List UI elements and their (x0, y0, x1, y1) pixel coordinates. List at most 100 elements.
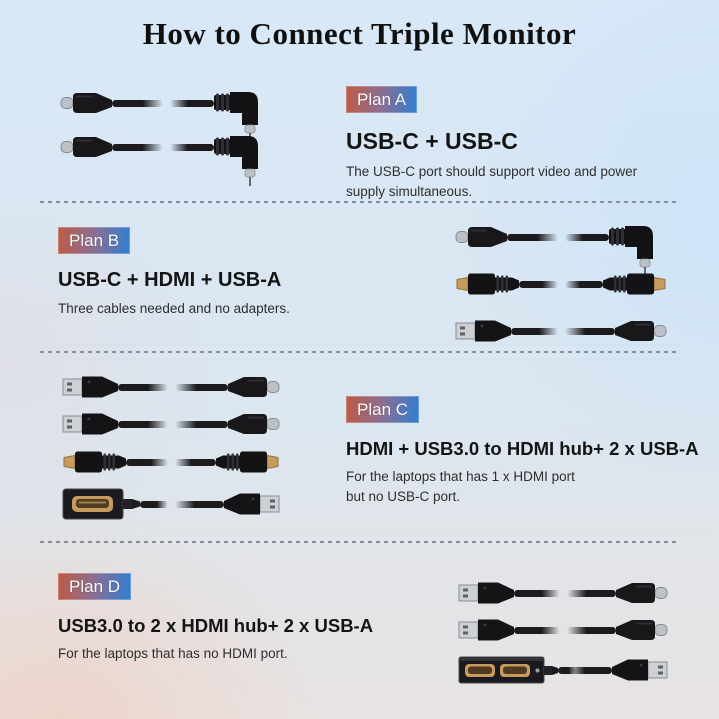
plan-a-description: The USB-C port should support video and … (346, 164, 638, 200)
usb-c-connector-icon (616, 617, 668, 643)
plan-b-badge: Plan B (58, 227, 131, 254)
cable-right-half (564, 224, 668, 276)
cable-wire (174, 420, 228, 428)
cable-wire (566, 626, 616, 634)
plan-c-heading: HDMI + USB3.0 to HDMI hub+ 2 x USB-A (346, 438, 699, 459)
cable-left-half (62, 411, 168, 437)
plan-b-cables (455, 224, 667, 364)
cable-left-half (62, 487, 168, 521)
cable-wire (169, 143, 214, 151)
hdmi-connector-icon (216, 448, 280, 476)
usb-c-right-angle-connector-icon (214, 134, 272, 186)
usb-c-connector-icon (228, 411, 280, 437)
usb-c-connector-icon (616, 580, 668, 606)
cable-row (60, 134, 273, 186)
hdmi-female-adapter-icon (62, 487, 140, 521)
cable-wire (169, 99, 214, 107)
plan-d-heading: USB3.0 to 2 x HDMI hub+ 2 x USB-A (58, 615, 374, 636)
plan-c-badge: Plan C (346, 396, 420, 423)
plan-a-badge: Plan A (346, 86, 418, 113)
usb-a-connector-icon (224, 491, 280, 517)
usb-a-connector-icon (62, 374, 118, 400)
plan-c-text: Plan C HDMI + USB3.0 to HDMI hub+ 2 x US… (346, 396, 714, 508)
cable-right-half (174, 411, 281, 437)
cable-row (62, 487, 280, 521)
cable-wire (112, 143, 163, 151)
plan-c-cables (62, 374, 280, 532)
usb-c-connector-icon (60, 134, 112, 160)
dual-hdmi-hub-icon (458, 654, 558, 686)
cable-left-half (62, 448, 168, 476)
cable-row (62, 411, 280, 437)
cable-row (455, 270, 667, 298)
plan-b-heading: USB-C + HDMI + USB-A (58, 269, 282, 291)
usb-c-right-angle-connector-icon (214, 90, 272, 142)
cable-wire (564, 233, 609, 241)
plan-d-badge: Plan D (58, 573, 132, 600)
cable-right-half (169, 90, 273, 142)
usb-a-connector-icon (612, 657, 668, 683)
usb-c-connector-icon (228, 374, 280, 400)
hdmi-connector-icon (603, 270, 667, 298)
cable-right-half (169, 134, 273, 186)
plan-a-cables (60, 90, 273, 186)
cable-left-half (60, 134, 163, 160)
page-title: How to Connect Triple Monitor (142, 16, 577, 51)
cable-left-half (60, 90, 163, 116)
cable-wire (507, 233, 558, 241)
cable-left-half (455, 270, 558, 298)
cable-right-half (564, 318, 668, 344)
plan-a-heading: USB-C + USB-C (346, 128, 518, 154)
cable-row (60, 90, 273, 142)
hdmi-connector-icon (62, 448, 126, 476)
cable-wire (140, 500, 168, 508)
cable-right-half (174, 448, 281, 476)
cable-wire (118, 420, 168, 428)
usb-a-connector-icon (458, 617, 514, 643)
cable-wire (511, 327, 558, 335)
cable-wire (514, 626, 560, 634)
usb-a-connector-icon (62, 411, 118, 437)
usb-c-connector-icon (615, 318, 667, 344)
cable-wire (514, 589, 560, 597)
cable-wire (566, 666, 612, 674)
cable-right-half (566, 580, 669, 606)
cable-row (458, 580, 668, 606)
usb-c-right-angle-connector-icon (609, 224, 667, 276)
cable-wire (174, 500, 224, 508)
cable-wire (566, 589, 616, 597)
cable-wire (564, 327, 615, 335)
plan-a-text: Plan A USB-C + USB-C The USB-C port shou… (346, 86, 711, 203)
cable-row (455, 224, 668, 276)
cable-wire (112, 99, 163, 107)
hdmi-connector-icon (455, 270, 519, 298)
cable-row (455, 318, 667, 344)
dashed-divider (40, 351, 679, 353)
usb-a-connector-icon (455, 318, 511, 344)
cable-right-half (566, 617, 669, 643)
cable-right-half (174, 491, 281, 517)
usb-a-connector-icon (458, 580, 514, 606)
plan-d-cables (458, 580, 668, 697)
cable-left-half (458, 617, 560, 643)
dashed-divider (40, 201, 679, 203)
cable-wire (174, 458, 216, 466)
dashed-divider (40, 541, 679, 543)
cable-left-half (455, 318, 558, 344)
cable-left-half (458, 654, 576, 686)
plan-d-text: Plan D USB3.0 to 2 x HDMI hub+ 2 x USB-A… (58, 573, 448, 664)
cable-wire (564, 280, 603, 288)
cable-row (458, 654, 668, 686)
plan-c-description: For the laptops that has 1 x HDMI port b… (346, 469, 575, 505)
cable-row (458, 617, 668, 643)
cable-wire (174, 383, 228, 391)
usb-c-connector-icon (60, 90, 112, 116)
cable-row (62, 448, 280, 476)
cable-left-half (458, 580, 560, 606)
plan-b-text: Plan B USB-C + HDMI + USB-A Three cables… (58, 227, 438, 319)
cable-left-half (455, 224, 558, 250)
cable-wire (519, 280, 558, 288)
cable-wire (126, 458, 168, 466)
usb-c-connector-icon (455, 224, 507, 250)
